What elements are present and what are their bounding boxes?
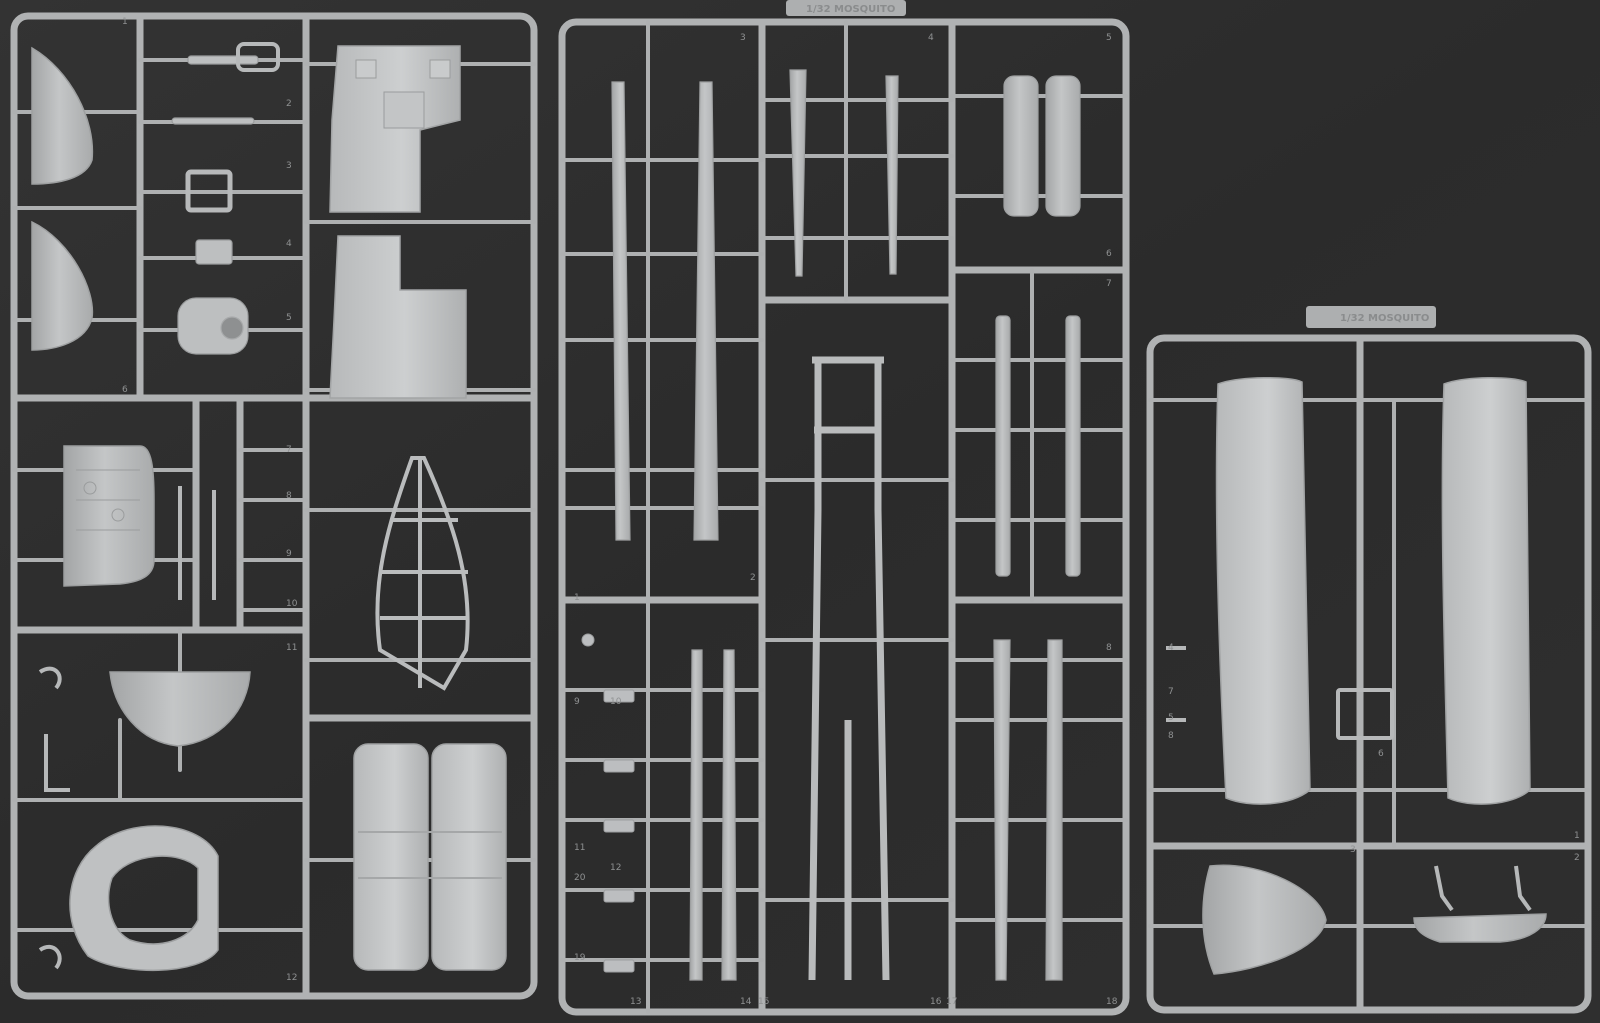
part-number-label: 2 [286, 99, 292, 109]
long-strut-part [808, 356, 890, 981]
part-number-label: 3 [1350, 845, 1356, 855]
right-sprue-frame [1146, 334, 1592, 1014]
part-number-label: 11 [286, 643, 297, 653]
fuselage-panel-part [329, 235, 467, 399]
part-number-label: 6 [122, 385, 128, 395]
part-number-label: 16 [930, 997, 942, 1007]
part-number-label: 15 [758, 997, 769, 1007]
bulkhead-part [109, 671, 251, 747]
part-number-label: 3 [286, 161, 292, 171]
part-number-label: 20 [574, 873, 586, 883]
part-number-label: 5 [1168, 713, 1174, 723]
part-number-label: 4 [286, 239, 292, 249]
part-number-label: 1 [574, 593, 580, 603]
part-number-label: 14 [740, 997, 752, 1007]
part-number-label: 6 [1378, 749, 1384, 759]
fuel-tank-part [353, 743, 507, 971]
right-sprue-part-numbers: 1 2 3 4 5 6 7 8 [1168, 643, 1580, 863]
sprue-tab [1306, 306, 1436, 328]
right-sprue-brand: 1/32 MOSQUITO [1340, 313, 1429, 324]
nacelle-panel-part [1441, 377, 1531, 805]
part-number-label: 5 [1106, 33, 1112, 43]
bulkhead-ring-part [69, 825, 219, 972]
part-number-label: 2 [1574, 853, 1580, 863]
instrument-panel-part [63, 445, 155, 587]
fuselage-panel-part [329, 45, 461, 213]
part-number-label: 19 [574, 953, 586, 963]
small-part [1166, 646, 1532, 912]
part-number-label: 1 [1574, 831, 1580, 841]
part-number-label: 17 [946, 997, 957, 1007]
spinner-part [1202, 864, 1327, 975]
canopy-half-part [31, 220, 94, 351]
part-number-label: 6 [1106, 249, 1112, 259]
center-sprue-frame [558, 18, 1130, 1016]
part-number-label: 10 [286, 599, 298, 609]
scoop-part [1413, 913, 1547, 943]
spar-part [611, 69, 1063, 981]
part-number-label: 13 [630, 997, 641, 1007]
part-number-label: 12 [286, 973, 297, 983]
nacelle-panel-part [1215, 377, 1311, 805]
part-number-label: 7 [1106, 279, 1112, 289]
part-number-label: 18 [1106, 997, 1118, 1007]
part-number-label: 3 [740, 33, 746, 43]
part-number-label: 11 [574, 843, 585, 853]
part-number-label: 7 [1168, 687, 1174, 697]
part-number-label: 4 [1168, 643, 1174, 653]
sprue-tab [786, 0, 906, 16]
part-number-label: 9 [574, 697, 580, 707]
canopy-frame-part [375, 456, 470, 691]
center-sprue-brand: 1/32 MOSQUITO [806, 4, 895, 15]
part-number-label: 10 [610, 697, 622, 707]
part-number-label: 12 [610, 863, 621, 873]
part-number-label: 9 [286, 549, 292, 559]
center-sprue: 1/32 MOSQUITO [558, 0, 1130, 1016]
part-number-label: 4 [928, 33, 934, 43]
part-number-label: 7 [286, 445, 292, 455]
part-number-label: 5 [286, 313, 292, 323]
small-part [171, 42, 280, 355]
part-number-label: 8 [1168, 731, 1174, 741]
small-part [38, 486, 216, 970]
canopy-half-part [31, 46, 94, 185]
part-number-label: 8 [1106, 643, 1112, 653]
part-number-label: 2 [750, 573, 756, 583]
undercarriage-part [995, 75, 1081, 577]
part-number-label: 8 [286, 491, 292, 501]
small-part [581, 633, 635, 973]
right-sprue: 1/32 MOSQUITO 1 2 3 4 5 6 7 8 [1146, 306, 1592, 1014]
part-number-label: 1 [122, 17, 128, 27]
